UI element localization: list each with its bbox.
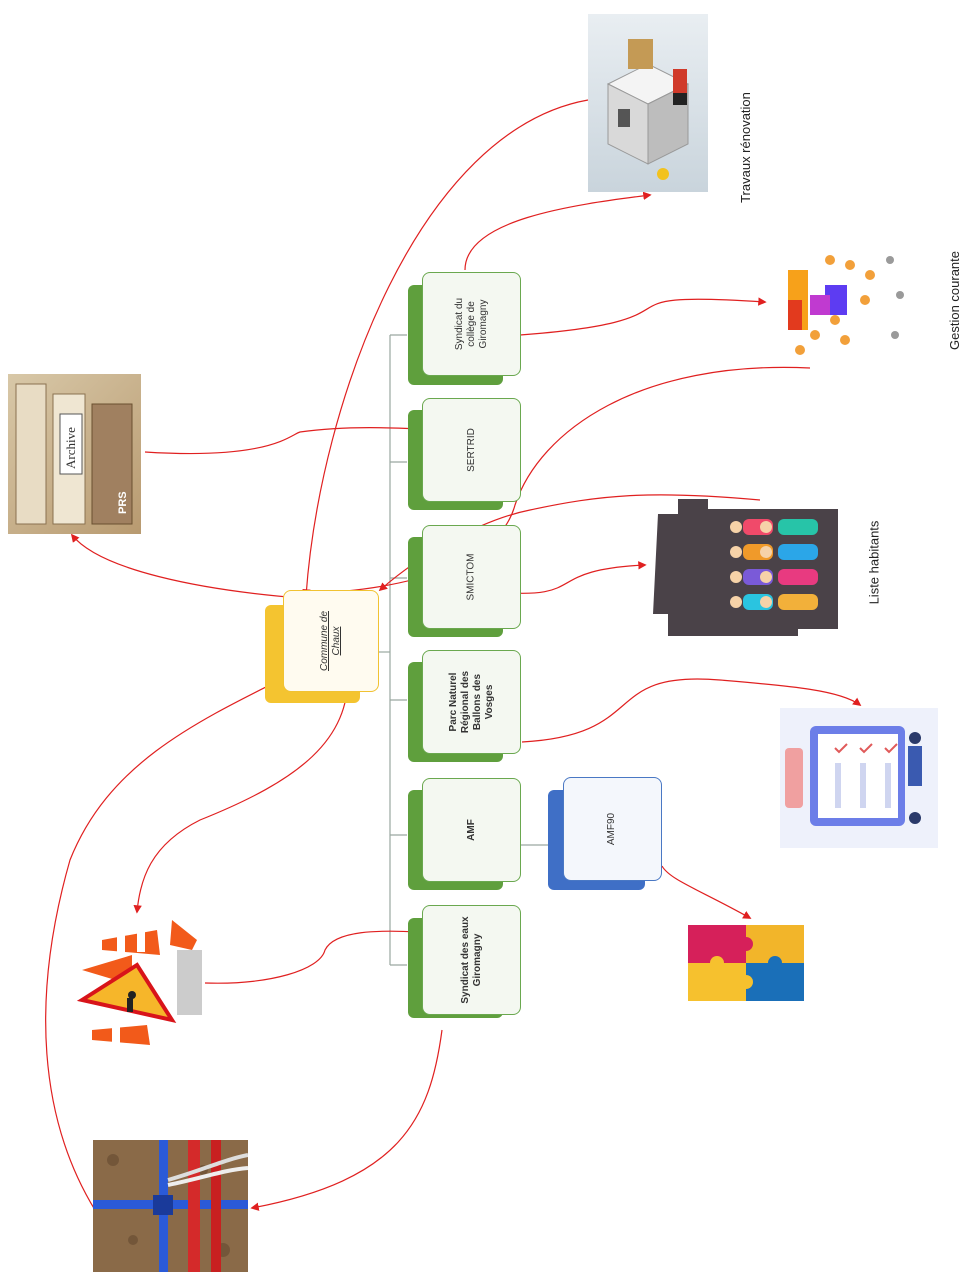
org-label: Parc Naturel Régional des Ballons des Vo… [447, 670, 495, 734]
caption-habitants: Liste habitants [866, 520, 882, 605]
roadwork-cones-icon [72, 910, 207, 1055]
office-building-icon [588, 14, 708, 192]
org-label: SERTRID [465, 428, 477, 472]
crowd-icon [648, 494, 848, 636]
root-label: Commune de Chaux [319, 610, 342, 672]
svg-text:PRS: PRS [117, 491, 129, 514]
sub-node-amf90[interactable]: AMF90 [563, 777, 662, 881]
org-label: Syndicat du collège de Giromagny [453, 297, 489, 351]
org-label: SMICTOM [465, 553, 477, 601]
tree-connectors [378, 334, 550, 966]
org-node-smictom[interactable]: SMICTOM [422, 525, 521, 629]
org-node-amf[interactable]: AMF [422, 778, 521, 882]
org-node-syndicat-eaux[interactable]: Syndicat des eaux Giromagny [422, 905, 521, 1015]
archive-drawer-icon: Archive PRS [8, 374, 141, 534]
root-node-commune[interactable]: Commune de Chaux [283, 590, 379, 692]
caption-gestion: Gestion courante [947, 250, 963, 351]
team-chart-icon [770, 240, 920, 360]
org-label: Syndicat des eaux Giromagny [459, 916, 483, 1004]
org-node-sertrid[interactable]: SERTRID [422, 398, 521, 502]
org-node-syndicat-college[interactable]: Syndicat du collège de Giromagny [422, 272, 521, 376]
caption-travaux: Travaux rénovation [737, 92, 753, 203]
pipes-photo-icon [93, 1140, 248, 1272]
puzzle-icon [683, 920, 811, 1005]
org-node-parc[interactable]: Parc Naturel Régional des Ballons des Vo… [422, 650, 521, 754]
checklist-icon [780, 708, 938, 848]
org-label: AMF [465, 819, 477, 841]
svg-text:Archive: Archive [63, 427, 78, 469]
sub-label: AMF90 [606, 812, 618, 846]
